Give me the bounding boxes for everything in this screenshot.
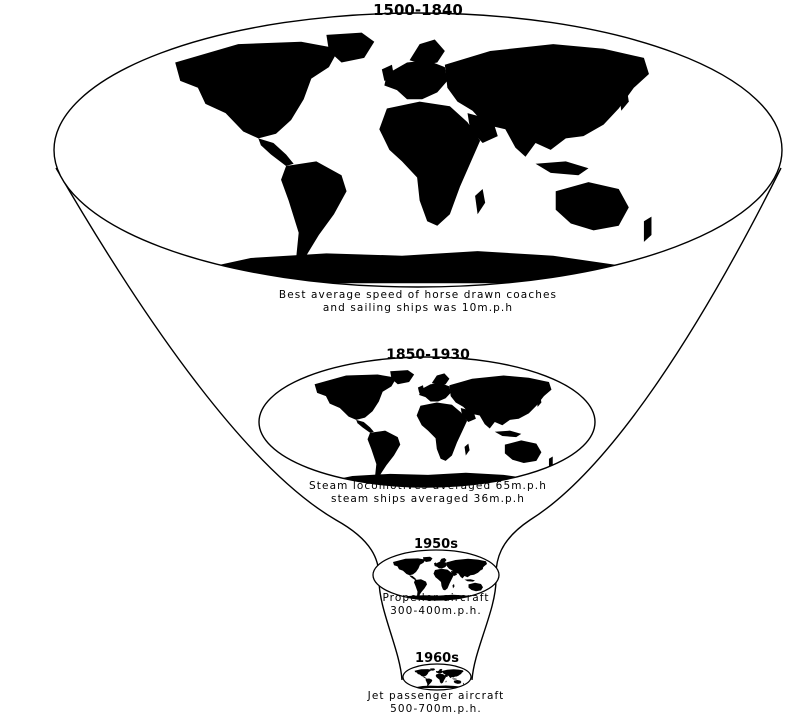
world-map-icon <box>258 356 596 488</box>
caption-line: Best average speed of horse drawn coache… <box>278 289 558 301</box>
period-label-1500-1840: 1500-1840 <box>373 1 463 19</box>
funnel-right-edge <box>471 167 782 681</box>
caption-line: 500-700m.p.h. <box>390 703 482 715</box>
world-map-icon <box>372 549 500 601</box>
period-label-1850-1930: 1850-1930 <box>386 347 470 363</box>
funnel-left-edge <box>55 167 403 681</box>
caption-line: Propeller aircraft <box>382 592 490 604</box>
caption-line: and sailing ships was 10m.p.h <box>322 302 514 314</box>
world-map-icon <box>53 12 783 288</box>
period-label-1950s: 1950s <box>414 537 458 552</box>
caption-line: steam ships averaged 36m.p.h <box>331 493 525 505</box>
caption-line: Jet passenger aircraft <box>367 690 505 702</box>
caption-line: 300-400m.p.h. <box>390 605 482 617</box>
caption-line: Steam locomotives averaged 65m.p.h <box>309 480 547 492</box>
world-map-icon <box>402 663 472 691</box>
period-label-1960s: 1960s <box>415 651 459 666</box>
